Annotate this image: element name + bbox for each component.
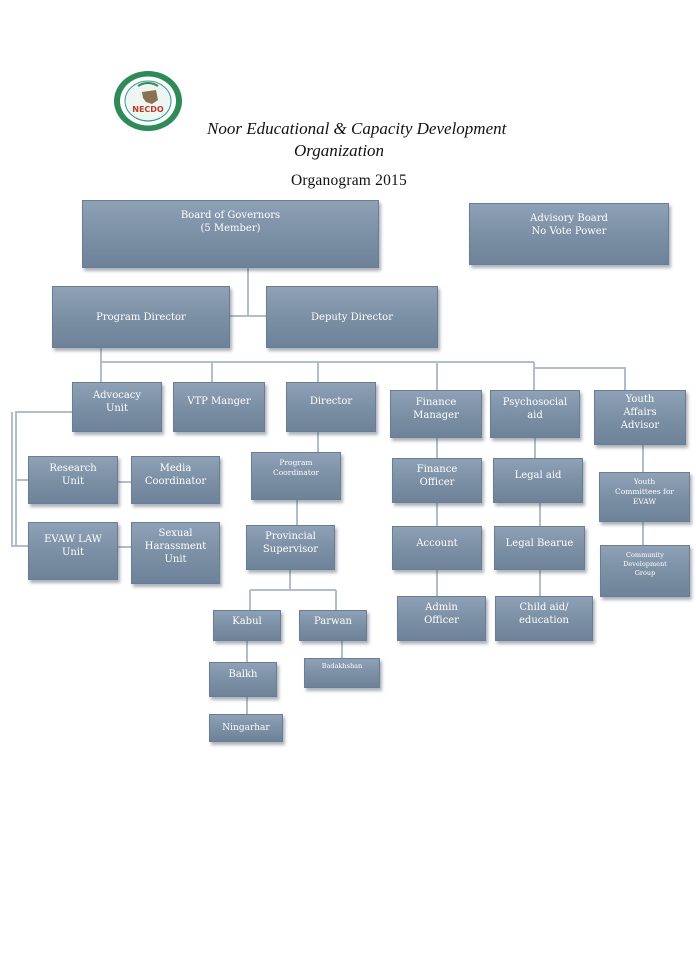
vtp-manager-box: VTP Manger bbox=[173, 382, 265, 432]
title-line-2: Organization bbox=[294, 141, 385, 160]
ningarhar-box: Ningarhar bbox=[209, 714, 283, 742]
logo-text: NECDO bbox=[132, 105, 164, 114]
account-box: Account bbox=[392, 526, 482, 570]
program-coordinator-box: Program Coordinator bbox=[251, 452, 341, 500]
kabul-box: Kabul bbox=[213, 610, 281, 641]
organogram-subtitle: Organogram 2015 bbox=[291, 172, 407, 189]
legal-bearue-box: Legal Bearue bbox=[494, 526, 585, 570]
youth-affairs-advisor-box: Youth Affairs Advisor bbox=[594, 390, 686, 445]
program-director-box: Program Director bbox=[52, 286, 230, 348]
board-of-governors-box: Board of Governors (5 Member) bbox=[82, 200, 379, 268]
admin-officer-box: Admin Officer bbox=[397, 596, 486, 641]
parwan-box: Parwan bbox=[299, 610, 367, 641]
research-unit-box: Research Unit bbox=[28, 456, 118, 504]
sexual-harassment-unit-box: Sexual Harassment Unit bbox=[131, 522, 220, 584]
necdo-logo-icon: NECDO bbox=[114, 71, 182, 131]
community-development-group-box: Community Development Group bbox=[600, 545, 690, 597]
legal-aid-box: Legal aid bbox=[493, 458, 583, 503]
psychosocial-aid-box: Psychosocial aid bbox=[490, 390, 580, 438]
director-box: Director bbox=[286, 382, 376, 432]
advisory-board-box: Advisory Board No Vote Power bbox=[469, 203, 669, 265]
balkh-box: Balkh bbox=[209, 662, 277, 697]
child-aid-education-box: Child aid/ education bbox=[495, 596, 593, 641]
youth-committees-box: Youth Committees for EVAW bbox=[599, 472, 690, 522]
media-coordinator-box: Media Coordinator bbox=[131, 456, 220, 504]
finance-manager-box: Finance Manager bbox=[390, 390, 482, 438]
provincial-supervisor-box: Provincial Supervisor bbox=[246, 525, 335, 570]
finance-officer-box: Finance Officer bbox=[392, 458, 482, 503]
advocacy-unit-box: Advocacy Unit bbox=[72, 382, 162, 432]
title-line-1: Noor Educational & Capacity Development bbox=[207, 119, 507, 138]
evaw-law-unit-box: EVAW LAW Unit bbox=[28, 522, 118, 580]
deputy-director-box: Deputy Director bbox=[266, 286, 438, 348]
badakhshan-box: Badakhshan bbox=[304, 658, 380, 688]
